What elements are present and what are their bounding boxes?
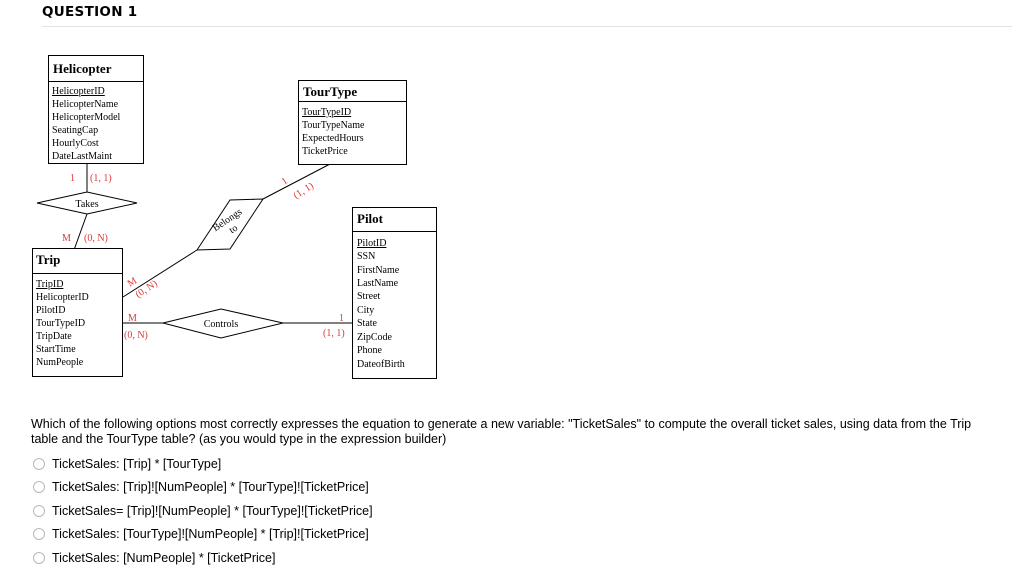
- trip-attr: PilotID: [36, 305, 65, 316]
- option-label: TicketSales: [Trip]![NumPeople] * [TourT…: [52, 480, 369, 495]
- relationship-belongs-to: Belongs to: [196, 198, 264, 251]
- entity-trip: Trip TripID HelicopterID PilotID TourTyp…: [32, 248, 123, 377]
- belongs-tourtype-line: [262, 163, 331, 200]
- takes-label: Takes: [75, 199, 98, 210]
- entity-tourtype: TourType TourTypeID TourTypeName Expecte…: [298, 80, 407, 165]
- trip-attr: TourTypeID: [36, 318, 85, 329]
- takes-top-one: 1: [70, 173, 75, 184]
- radio-button[interactable]: [33, 551, 45, 564]
- takes-trip-line: [73, 213, 88, 251]
- pilot-attr: Phone: [357, 345, 383, 356]
- entity-helicopter: Helicopter HelicopterID HelicopterName H…: [48, 55, 144, 164]
- helicopter-attr: HelicopterModel: [52, 112, 121, 123]
- heading-divider: [42, 26, 1012, 27]
- trip-attr: NumPeople: [36, 357, 84, 368]
- trip-name: Trip: [36, 252, 60, 267]
- option-label: TicketSales: [NumPeople] * [TicketPrice]: [52, 550, 276, 565]
- controls-left-range: (0, N): [124, 330, 148, 341]
- pilot-attr: Street: [357, 291, 381, 302]
- pilot-attr: DateofBirth: [357, 359, 405, 370]
- belongs-top-range: (1, 1): [292, 180, 316, 201]
- trip-attr: TripID: [36, 279, 63, 290]
- tourtype-attr: TourTypeName: [302, 120, 365, 131]
- answer-option[interactable]: TicketSales: [TourType]![NumPeople] * [T…: [33, 523, 373, 547]
- radio-button[interactable]: [33, 481, 45, 494]
- tourtype-attr: ExpectedHours: [302, 133, 364, 144]
- belongs-bottom-many: M: [126, 275, 140, 289]
- pilot-attr: City: [357, 305, 374, 316]
- tourtype-attr: TicketPrice: [302, 146, 348, 157]
- controls-label: Controls: [204, 319, 239, 330]
- pilot-attr: State: [357, 318, 378, 329]
- option-label: TicketSales= [Trip]![NumPeople] * [TourT…: [52, 503, 373, 518]
- answer-options: TicketSales: [Trip] * [TourType] TicketS…: [33, 452, 373, 570]
- relationship-controls: Controls: [162, 308, 284, 339]
- pilot-name: Pilot: [357, 211, 384, 226]
- question-text: Which of the following options most corr…: [31, 417, 972, 446]
- takes-bottom-range: (0, N): [84, 233, 108, 244]
- helicopter-attr: HelicopterName: [52, 99, 119, 110]
- helicopter-name: Helicopter: [53, 61, 112, 76]
- relationship-takes: Takes: [36, 191, 138, 215]
- pilot-attr: FirstName: [357, 265, 400, 276]
- controls-left-many: M: [128, 313, 137, 324]
- trip-belongs-line: [122, 249, 198, 298]
- connector-lines: [73, 163, 353, 324]
- helicopter-attr: HelicopterID: [52, 86, 105, 97]
- option-label: TicketSales: [TourType]![NumPeople] * [T…: [52, 527, 369, 542]
- radio-button[interactable]: [33, 528, 45, 541]
- question-heading: QUESTION 1: [42, 4, 138, 20]
- radio-button[interactable]: [33, 457, 45, 470]
- entity-pilot: Pilot PilotID SSN FirstName LastName Str…: [352, 207, 437, 379]
- helicopter-attr: HourlyCost: [52, 138, 99, 149]
- radio-button[interactable]: [33, 504, 45, 517]
- takes-top-range: (1, 1): [90, 173, 112, 184]
- answer-option[interactable]: TicketSales: [Trip]![NumPeople] * [TourT…: [33, 476, 373, 500]
- tourtype-attr: TourTypeID: [302, 107, 351, 118]
- er-diagram: Helicopter HelicopterID HelicopterName H…: [32, 55, 437, 379]
- answer-option[interactable]: TicketSales: [Trip] * [TourType]: [33, 452, 373, 476]
- helicopter-attr: SeatingCap: [52, 125, 98, 136]
- answer-option[interactable]: TicketSales: [NumPeople] * [TicketPrice]: [33, 546, 373, 570]
- trip-attr: StartTime: [36, 344, 76, 355]
- takes-bottom-many: M: [62, 233, 71, 244]
- pilot-attr: PilotID: [357, 238, 386, 249]
- answer-option[interactable]: TicketSales= [Trip]![NumPeople] * [TourT…: [33, 499, 373, 523]
- trip-attr: TripDate: [36, 331, 72, 342]
- tourtype-name: TourType: [303, 84, 357, 99]
- belongs-top-one: 1: [280, 176, 290, 188]
- pilot-attr: LastName: [357, 278, 399, 289]
- controls-right-one: 1: [339, 313, 344, 324]
- pilot-attr: ZipCode: [357, 332, 393, 343]
- option-label: TicketSales: [Trip] * [TourType]: [52, 456, 222, 471]
- pilot-attr: SSN: [357, 251, 375, 262]
- controls-right-range: (1, 1): [323, 328, 345, 339]
- helicopter-attr: DateLastMaint: [52, 151, 112, 162]
- trip-attr: HelicopterID: [36, 292, 89, 303]
